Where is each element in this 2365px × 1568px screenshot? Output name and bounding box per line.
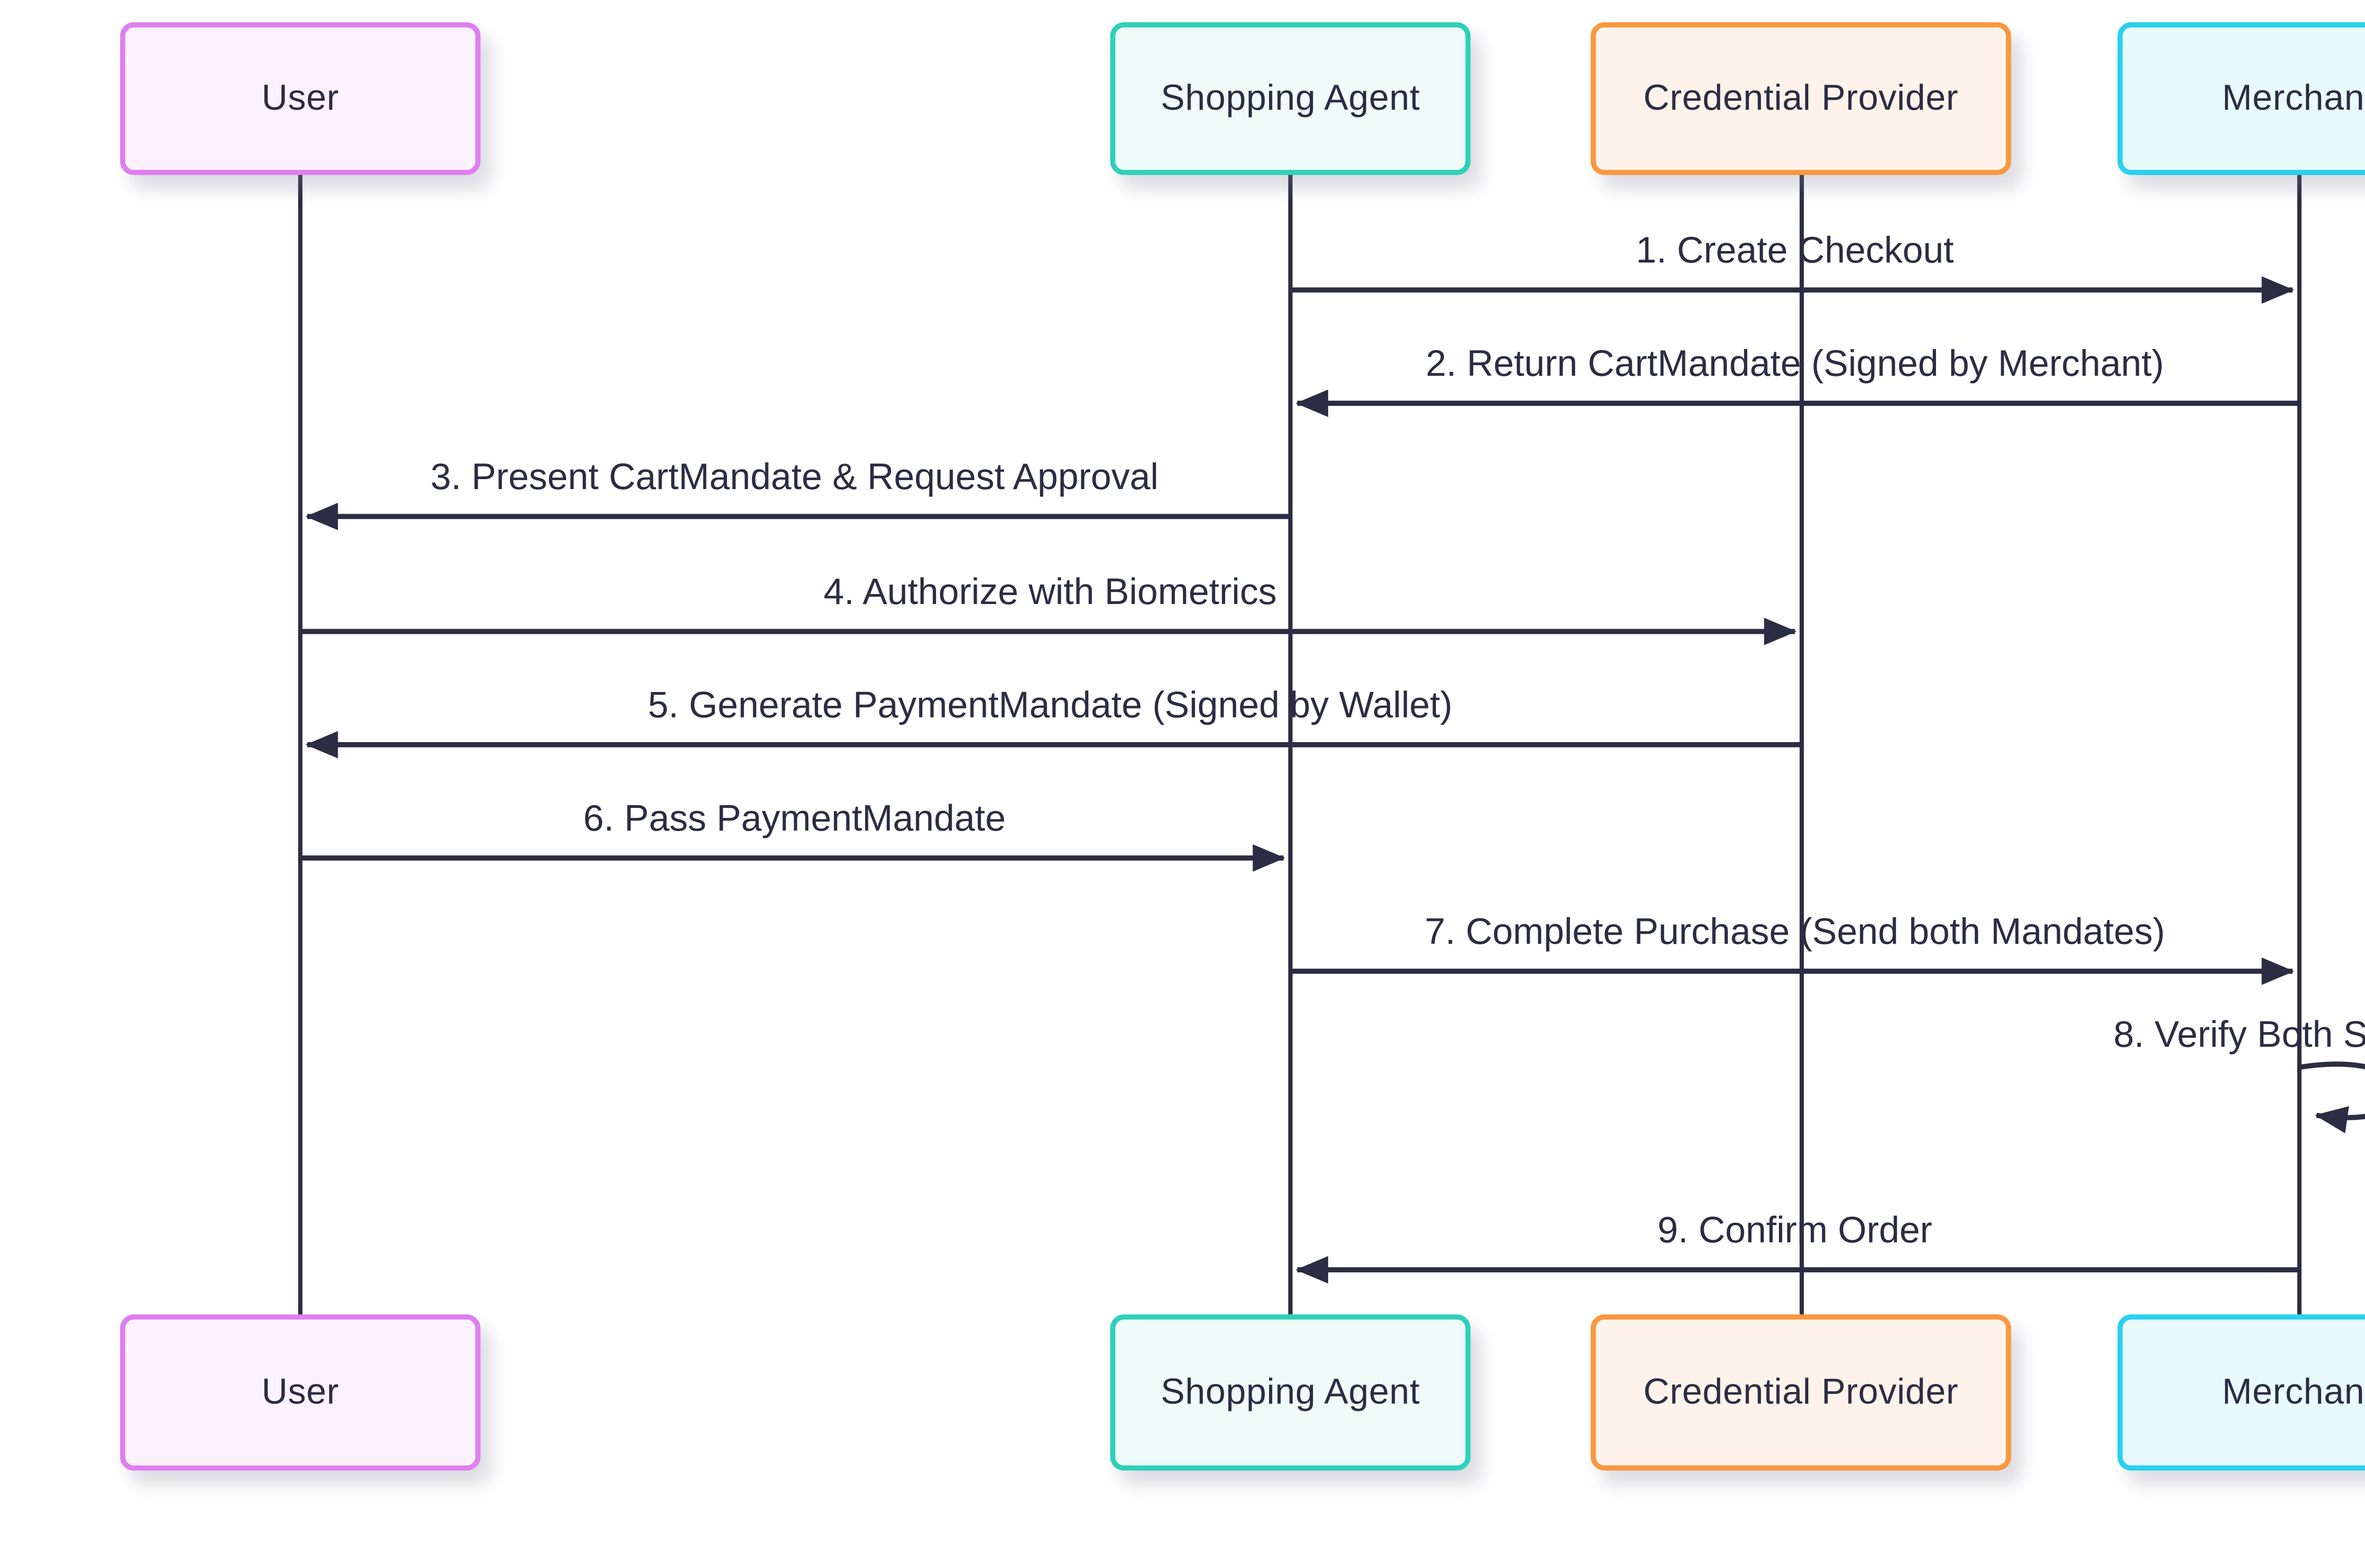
actor-shopping-agent-bottom: Shopping Agent	[1110, 1314, 1471, 1471]
actor-credential-provider-top: Credential Provider	[1590, 22, 2011, 175]
actor-user-top: User	[120, 22, 481, 175]
actor-merchant-bottom: Merchant	[2117, 1314, 2365, 1471]
actor-credential-provider-label: Credential Provider	[1643, 1372, 1959, 1411]
actor-merchant-top: Merchant	[2117, 22, 2365, 175]
actor-shopping-agent-top: Shopping Agent	[1110, 22, 1471, 175]
actor-credential-provider-bottom: Credential Provider	[1590, 1314, 2011, 1471]
actor-credential-provider-label: Credential Provider	[1643, 78, 1959, 118]
message-2-label: 2. Return CartMandate (Signed by Merchan…	[1426, 343, 2164, 385]
actor-user-bottom: User	[120, 1314, 481, 1471]
actor-shopping-agent-label: Shopping Agent	[1160, 1372, 1420, 1411]
message-8-label: 8. Verify Both Signatures	[2113, 1014, 2365, 1056]
message-5-label: 5. Generate PaymentMandate (Signed by Wa…	[648, 684, 1453, 726]
actor-merchant-label: Merchant	[2222, 78, 2365, 118]
message-6-label: 6. Pass PaymentMandate	[583, 797, 1006, 839]
message-4-label: 4. Authorize with Biometrics	[823, 571, 1277, 613]
message-9-label: 9. Confirm Order	[1657, 1209, 1933, 1251]
actor-user-label: User	[261, 78, 339, 118]
message-7-label: 7. Complete Purchase (Send both Mandates…	[1425, 911, 2165, 953]
arrow-message-8-self-loop	[2299, 1061, 2365, 1133]
message-1-label: 1. Create Checkout	[1636, 230, 1954, 272]
message-3-label: 3. Present CartMandate & Request Approva…	[430, 456, 1159, 498]
actor-merchant-label: Merchant	[2222, 1372, 2365, 1411]
actor-user-label: User	[261, 1372, 339, 1411]
actor-shopping-agent-label: Shopping Agent	[1160, 78, 1420, 118]
